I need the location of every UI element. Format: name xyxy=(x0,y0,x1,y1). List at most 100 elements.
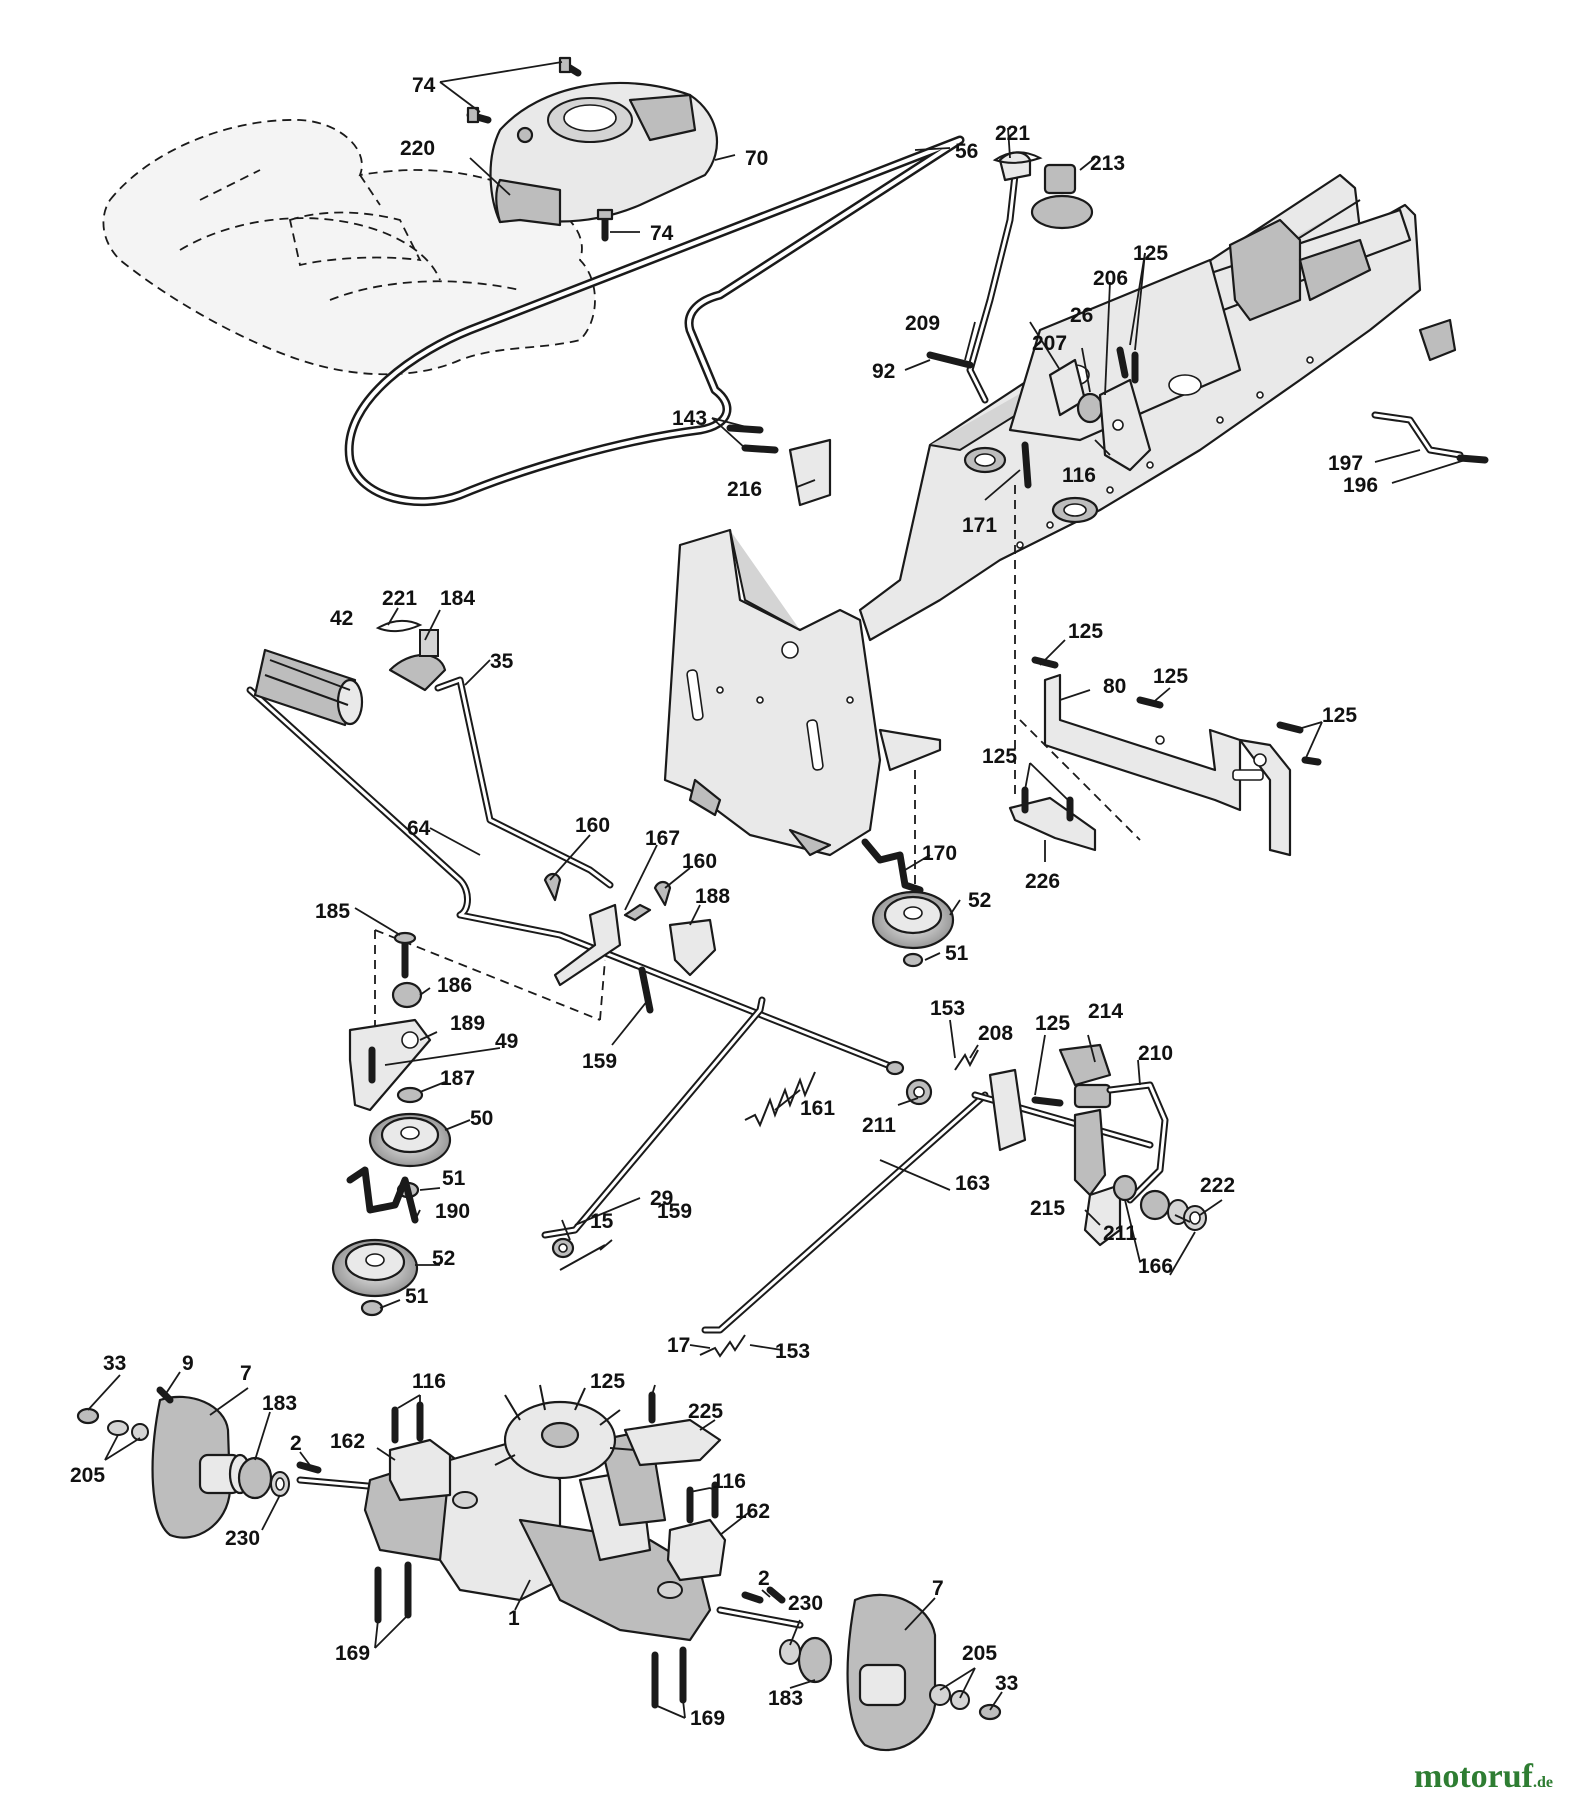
callout-207: 207 xyxy=(1032,332,1067,355)
callout-230-b: 230 xyxy=(788,1592,823,1615)
callout-185: 185 xyxy=(315,900,350,923)
callout-125-f: 125 xyxy=(1035,1012,1070,1035)
idler-pulley-52-upper xyxy=(861,838,955,968)
wheel-hub-right xyxy=(741,1591,1002,1751)
rod-163 xyxy=(699,1091,989,1358)
spring-161 xyxy=(744,1071,816,1128)
callout-92: 92 xyxy=(872,360,895,383)
callout-162-b: 162 xyxy=(735,1500,770,1523)
drive-belt xyxy=(344,135,965,507)
callout-52-b: 52 xyxy=(432,1247,455,1270)
callout-205-a: 205 xyxy=(70,1464,105,1487)
shift-bracket xyxy=(926,346,1152,489)
callout-215: 215 xyxy=(1030,1197,1065,1220)
callout-170: 170 xyxy=(922,842,957,865)
callout-80: 80 xyxy=(1103,675,1126,698)
hitch-bar-197 xyxy=(1371,411,1489,464)
callout-labels: 74 220 70 74 56 221 213 125 206 26 209 2… xyxy=(70,74,1378,1730)
ghost-seat-outline xyxy=(102,119,596,376)
callout-190: 190 xyxy=(435,1200,470,1223)
callout-183-a: 183 xyxy=(262,1392,297,1415)
callout-160-a: 160 xyxy=(575,814,610,837)
callout-221-mid: 221 xyxy=(382,587,417,610)
callout-166: 166 xyxy=(1138,1255,1173,1278)
callout-125-d: 125 xyxy=(1322,704,1357,727)
callout-33-b: 33 xyxy=(995,1672,1018,1695)
rod-29 xyxy=(541,996,766,1271)
pedal-shaft xyxy=(246,686,905,1076)
callout-125-e: 125 xyxy=(982,745,1017,768)
callout-29: 29 xyxy=(650,1187,673,1210)
shift-knob xyxy=(1030,163,1094,230)
callout-220: 220 xyxy=(400,137,435,160)
callout-162-a: 162 xyxy=(330,1430,365,1453)
callout-211-b: 211 xyxy=(1103,1222,1137,1245)
callout-197: 197 xyxy=(1328,452,1363,475)
shift-lever-rod xyxy=(966,151,1032,404)
callout-125-a: 125 xyxy=(1133,242,1168,265)
callout-33-a: 33 xyxy=(103,1352,126,1375)
callout-70: 70 xyxy=(745,147,768,170)
clutch-lever xyxy=(543,872,717,1014)
callout-189: 189 xyxy=(450,1012,485,1035)
wheel-hub-left xyxy=(76,1386,322,1539)
callout-196: 196 xyxy=(1343,474,1378,497)
tractor-frame xyxy=(858,173,1457,642)
callout-226: 226 xyxy=(1025,870,1060,893)
callout-186: 186 xyxy=(437,974,472,997)
callout-35: 35 xyxy=(490,650,514,673)
callout-7-b: 7 xyxy=(932,1577,944,1600)
callout-159-a: 159 xyxy=(582,1050,617,1073)
callout-52-a: 52 xyxy=(968,889,991,912)
callout-74-top: 74 xyxy=(412,74,436,97)
callout-116-c: 116 xyxy=(712,1470,746,1493)
steering-console-cover xyxy=(489,81,719,227)
callout-210: 210 xyxy=(1138,1042,1173,1065)
callout-160-b: 160 xyxy=(682,850,717,873)
bracket-80 xyxy=(1031,656,1322,857)
callout-116-b: 116 xyxy=(412,1370,446,1393)
callout-26: 26 xyxy=(1070,304,1093,327)
callout-125-c: 125 xyxy=(1153,665,1188,688)
callout-171: 171 xyxy=(962,514,997,537)
callout-183-b: 183 xyxy=(768,1687,803,1710)
callout-51-b: 51 xyxy=(442,1167,466,1190)
bracket-226 xyxy=(1008,786,1097,852)
callout-2-b: 2 xyxy=(758,1567,770,1590)
callout-42: 42 xyxy=(330,607,353,630)
callout-216: 216 xyxy=(727,478,762,501)
callout-125-b: 125 xyxy=(1068,620,1103,643)
construction-lines xyxy=(374,485,1141,1110)
callout-49: 49 xyxy=(495,1030,518,1053)
callout-1: 1 xyxy=(508,1607,520,1630)
callout-159-b: 159 xyxy=(657,1200,692,1223)
hairpin-clip-221 xyxy=(992,151,1043,164)
callout-161: 161 xyxy=(800,1097,835,1120)
callout-7-a: 7 xyxy=(240,1362,252,1385)
callout-205-b: 205 xyxy=(962,1642,997,1665)
brake-pedal-assembly xyxy=(905,1043,1207,1247)
callout-56: 56 xyxy=(955,140,978,163)
callout-125-g: 125 xyxy=(590,1370,625,1393)
bracket-216 xyxy=(726,424,832,507)
callout-206: 206 xyxy=(1093,267,1128,290)
callout-211-a: 211 xyxy=(862,1114,896,1137)
hand-grip xyxy=(253,648,364,727)
callout-153-a: 153 xyxy=(930,997,965,1020)
callout-169-a: 169 xyxy=(335,1642,370,1665)
callout-116-top: 116 xyxy=(1062,464,1096,487)
control-rod-35 xyxy=(434,676,614,889)
callout-187: 187 xyxy=(440,1067,475,1090)
knob-184 xyxy=(375,619,447,692)
axle-brackets xyxy=(374,1391,786,1709)
callout-184: 184 xyxy=(440,587,475,610)
watermark-name: motoruf xyxy=(1414,1758,1533,1795)
callout-51-c: 51 xyxy=(405,1285,429,1308)
watermark-tld: .de xyxy=(1532,1774,1553,1791)
callout-50: 50 xyxy=(470,1107,493,1130)
frame-front-plate xyxy=(663,528,942,857)
callout-188: 188 xyxy=(695,885,730,908)
callout-9: 9 xyxy=(182,1352,194,1375)
callout-74-mid: 74 xyxy=(650,222,674,245)
